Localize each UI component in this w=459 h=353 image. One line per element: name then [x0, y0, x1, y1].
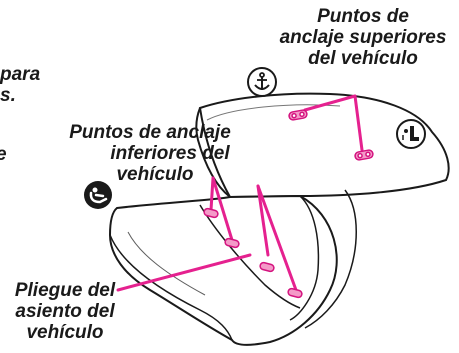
cropped-line3: e [0, 144, 7, 165]
cropped-line1: para [0, 64, 41, 85]
cropped-text-e: e [0, 144, 7, 165]
cropped-text-para: para s. [0, 64, 40, 106]
seat-base [108, 194, 338, 346]
child-seat-icon [396, 119, 426, 149]
lower-anchor-3 [259, 261, 275, 273]
lower-anchor-1 [203, 207, 219, 219]
seat-front [109, 234, 233, 341]
label-upper-line3: del vehículo [308, 48, 418, 69]
label-upper-line1: Puntos de [317, 6, 409, 27]
leader-lower-2 [211, 176, 234, 242]
anchor-points [203, 109, 374, 299]
lower-anchor-4 [287, 287, 303, 299]
label-lower-line1: Puntos de anclaje [69, 122, 231, 143]
leader-lower-1 [209, 176, 215, 212]
label-upper-line2: anclaje superiores [279, 27, 447, 48]
seat-front-inner [127, 231, 206, 296]
label-crease-line2: asiento del [15, 301, 115, 322]
leader-lines [116, 94, 364, 292]
anchor-icon [247, 67, 277, 97]
leader-lower-4 [256, 184, 298, 292]
seat-back-side [195, 107, 231, 198]
infant-seat-icon [84, 181, 112, 209]
label-crease-line3: vehículo [26, 322, 104, 343]
seat-right-side [304, 189, 357, 329]
leader-crease [116, 253, 252, 292]
label-upper-anchors: Puntos de anclaje superiores del vehícul… [268, 6, 458, 69]
leader-upper-1 [303, 94, 357, 112]
cropped-line2: s. [0, 85, 16, 106]
seat-crease-line [199, 204, 301, 309]
label-lower-anchors: Puntos de anclaje inferiores del vehícul… [55, 122, 245, 185]
label-lower-line2: inferiores del [110, 143, 230, 164]
label-seat-crease: Pliegue del asiento del vehículo [0, 280, 130, 343]
seat-side-panel [289, 195, 320, 321]
lower-anchor-2 [224, 237, 240, 249]
label-lower-line3: vehículo [116, 164, 194, 185]
label-crease-line1: Pliegue del [14, 280, 116, 301]
leader-lower-3 [256, 184, 270, 257]
leader-upper-2 [353, 94, 364, 152]
